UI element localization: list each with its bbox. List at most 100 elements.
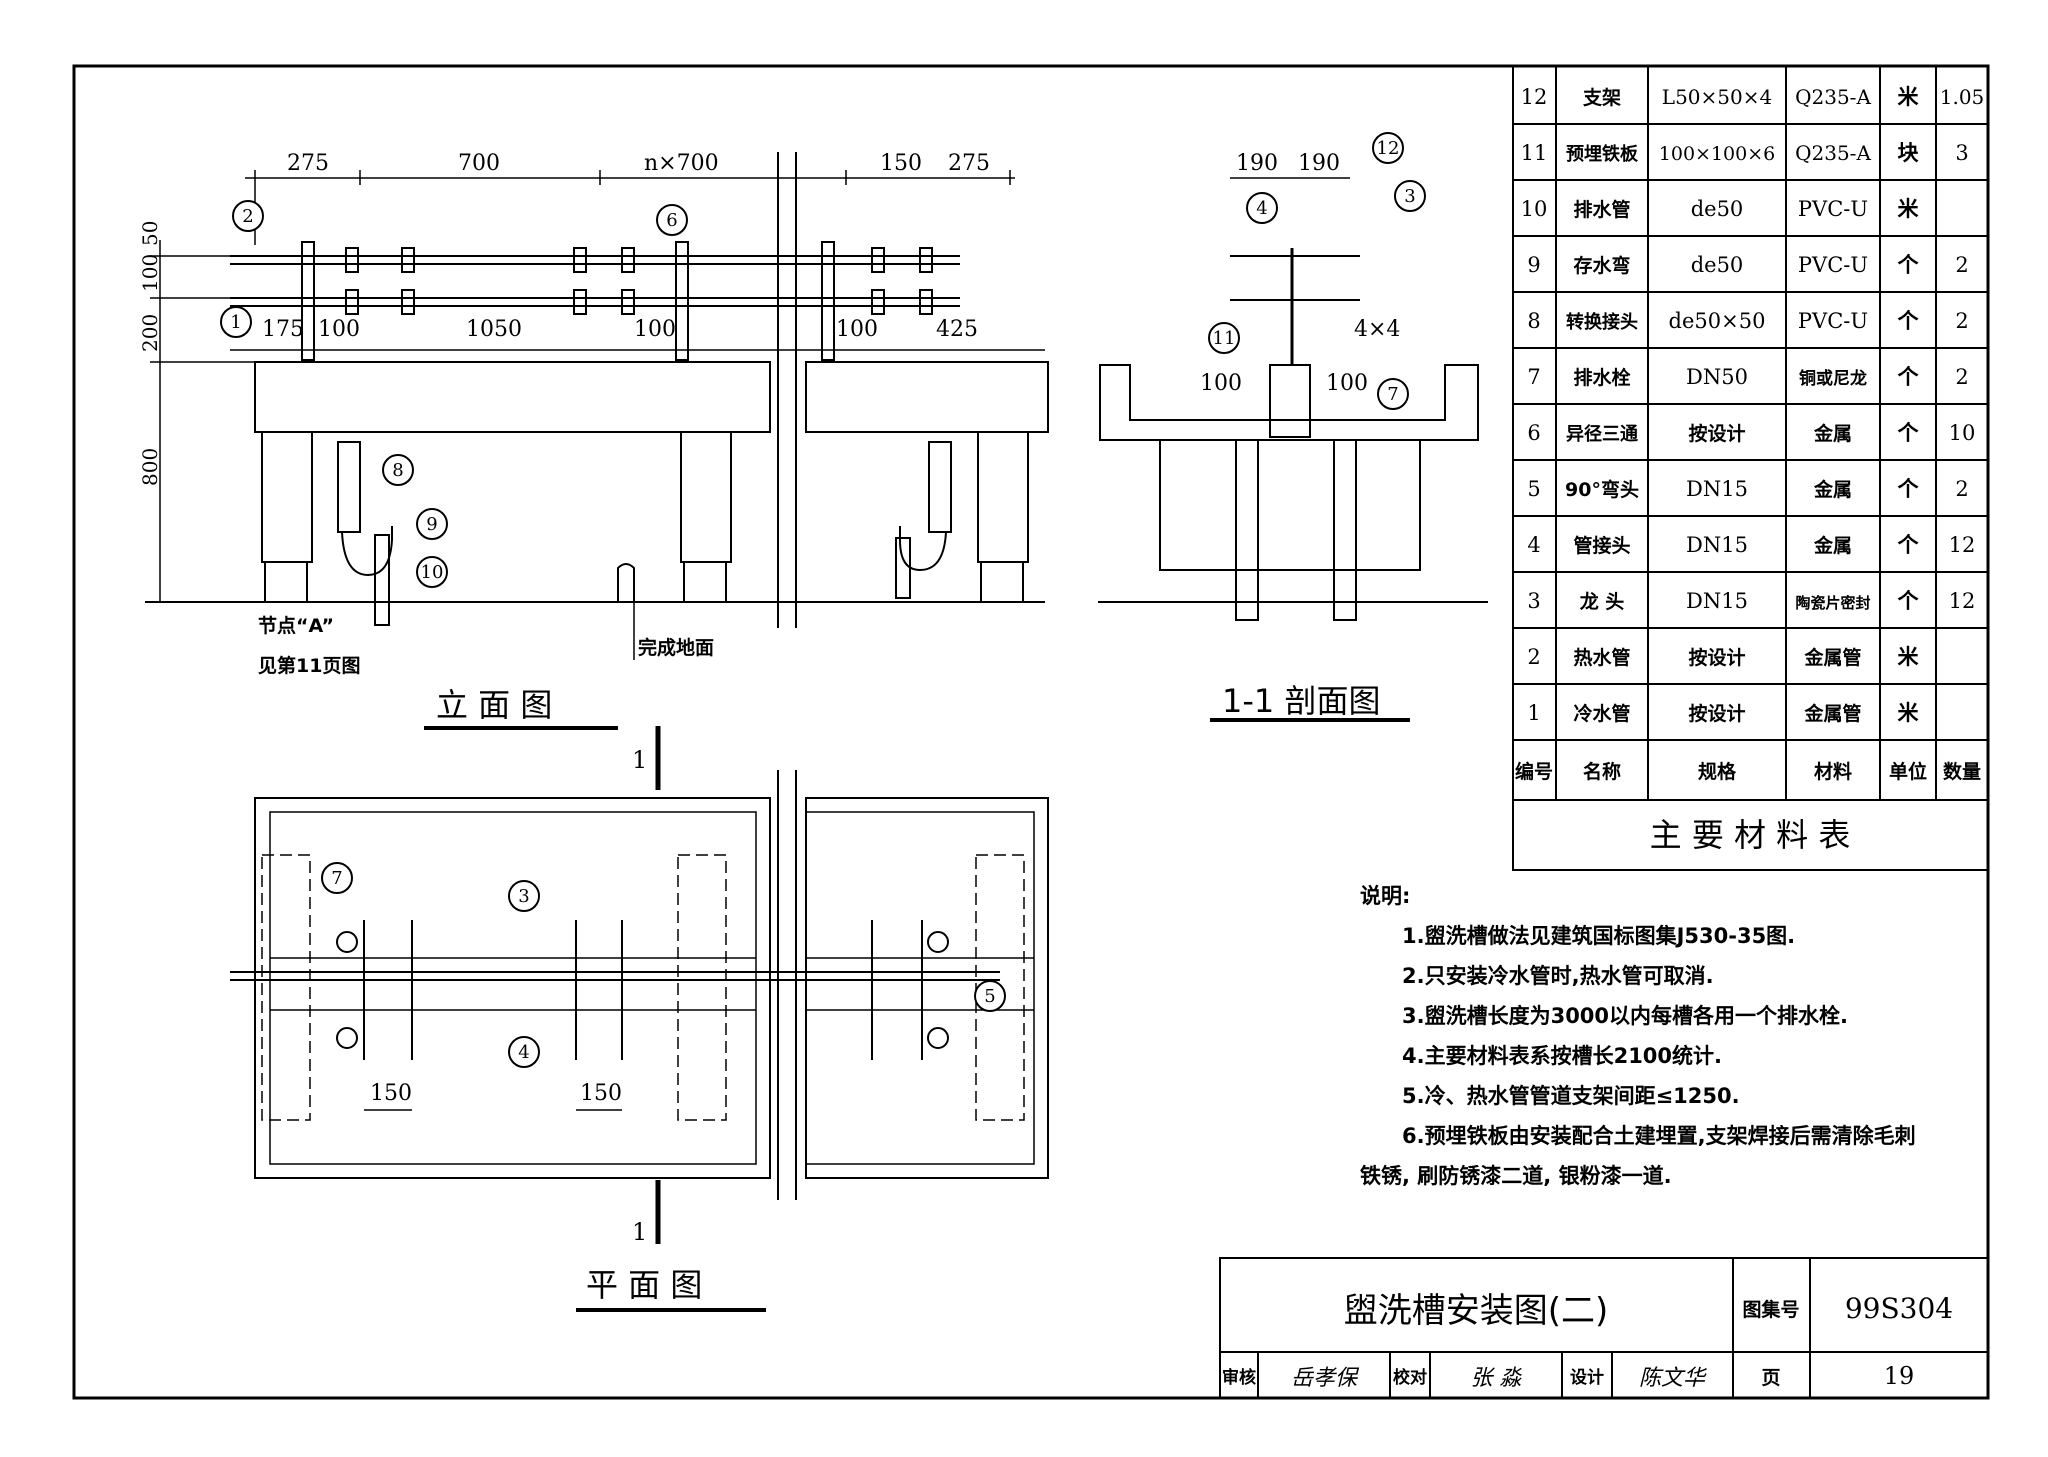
note-node-a: 节点“A” — [258, 615, 334, 637]
dim-700: 700 — [458, 151, 500, 176]
row-10-name: 排水管 — [1573, 198, 1630, 221]
row-8-spec: de50×50 — [1669, 309, 1766, 333]
atlas-label: 图集号 — [1742, 1298, 1799, 1321]
plan-view — [230, 770, 1049, 1312]
row-5-no: 5 — [1527, 477, 1540, 501]
row-4-name: 管接头 — [1573, 534, 1630, 557]
note-6: 6.预埋铁板由安装配合土建埋置,支架焊接后需清除毛刺 — [1402, 1124, 1916, 1148]
elevation-view — [145, 152, 1049, 1244]
plan-dim-150-a: 150 — [370, 1081, 412, 1106]
dim-425: 425 — [936, 317, 978, 342]
row-7-name: 排水栓 — [1573, 366, 1630, 389]
row-11-no: 11 — [1521, 141, 1548, 165]
section-view — [1098, 177, 1488, 722]
row-12-spec: L50×50×4 — [1662, 85, 1772, 109]
row-7-spec: DN50 — [1686, 365, 1748, 389]
row-2-spec: 按设计 — [1688, 646, 1745, 669]
dim-v-200: 200 — [138, 314, 162, 352]
dim-v-50: 50 — [138, 221, 162, 246]
row-9-mat: PVC-U — [1798, 253, 1868, 277]
note-3: 3.盥洗槽长度为3000以内每槽各用一个排水栓. — [1402, 1004, 1849, 1028]
callout-numbers: 1 2 3 4 5 6 7 8 9 10 11 12 7 3 4 — [230, 138, 1415, 1063]
hdr-name: 名称 — [1583, 760, 1621, 783]
dim-275-left: 275 — [287, 151, 329, 176]
callout-11: 11 — [1213, 328, 1236, 349]
review-label: 审核 — [1222, 1367, 1256, 1388]
row-12-name: 支架 — [1582, 87, 1621, 109]
notes-heading: 说明: — [1360, 884, 1411, 908]
row-4-unit: 个 — [1898, 533, 1920, 557]
row-7-unit: 个 — [1898, 365, 1920, 389]
note-2: 2.只安装冷水管时,热水管可取消. — [1402, 964, 1714, 988]
row-2-name: 热水管 — [1573, 646, 1630, 669]
row-2-unit: 米 — [1898, 645, 1920, 669]
drawing-title: 盥洗槽安装图(二) — [1344, 1291, 1609, 1331]
row-2-no: 2 — [1527, 645, 1540, 669]
row-6-name: 异径三通 — [1566, 423, 1638, 445]
row-11-mat: Q235-A — [1795, 141, 1871, 165]
materials-table: 12 支架 L50×50×4 Q235-A 米 1.05 11 预埋铁板 100… — [1515, 85, 1984, 854]
row-10-mat: PVC-U — [1798, 197, 1868, 221]
row-10-no: 10 — [1521, 197, 1548, 221]
materials-table-frame — [1512, 65, 1989, 871]
sec-dim-190-a: 190 — [1236, 151, 1278, 176]
dim-175: 175 — [262, 317, 304, 342]
row-7-mat: 铜或尼龙 — [1799, 368, 1867, 389]
row-3-name: 龙 头 — [1580, 590, 1625, 613]
page-number: 19 — [1884, 1362, 1915, 1390]
callout-7: 7 — [1387, 384, 1398, 405]
callout-7-plan: 7 — [331, 868, 342, 889]
row-4-qty: 12 — [1949, 533, 1976, 557]
row-3-no: 3 — [1527, 589, 1540, 613]
dim-100-b: 100 — [634, 317, 676, 342]
row-9-name: 存水弯 — [1573, 254, 1630, 277]
title-block: 盥洗槽安装图(二) 图集号 99S304 页 19 审核 岳孝保 校对 张 淼 … — [1222, 1291, 1953, 1391]
row-1-mat: 金属管 — [1803, 702, 1861, 725]
row-11-name: 预埋铁板 — [1566, 143, 1639, 165]
row-5-spec: DN15 — [1686, 477, 1748, 501]
row-5-unit: 个 — [1898, 477, 1920, 501]
review-signature: 岳孝保 — [1291, 1366, 1360, 1391]
row-6-unit: 个 — [1898, 421, 1920, 445]
sec-weld-note: 4×4 — [1354, 317, 1400, 342]
row-6-mat: 金属 — [1813, 422, 1852, 445]
plan-title: 平 面 图 — [586, 1266, 702, 1304]
note-5: 5.冷、热水管管道支架间距≤1250. — [1402, 1084, 1740, 1108]
row-8-unit: 个 — [1898, 309, 1920, 333]
callout-4-plan: 4 — [518, 1042, 529, 1063]
row-10-unit: 米 — [1898, 197, 1920, 221]
callout-3: 3 — [1404, 186, 1415, 207]
row-5-qty: 2 — [1955, 477, 1968, 501]
row-6-spec: 按设计 — [1688, 422, 1745, 445]
row-10-spec: de50 — [1691, 197, 1744, 221]
row-1-spec: 按设计 — [1688, 702, 1745, 725]
row-5-mat: 金属 — [1813, 478, 1852, 501]
row-1-unit: 米 — [1898, 701, 1920, 725]
row-4-spec: DN15 — [1686, 533, 1748, 557]
hdr-qty: 数量 — [1943, 760, 1981, 783]
note-node-ref: 见第11页图 — [258, 654, 360, 677]
sec-dim-100-a: 100 — [1200, 371, 1242, 396]
row-3-qty: 12 — [1949, 589, 1976, 613]
row-2-mat: 金属管 — [1803, 646, 1861, 669]
dim-275-right: 275 — [948, 151, 990, 176]
callout-8: 8 — [392, 460, 403, 481]
row-11-qty: 3 — [1955, 141, 1968, 165]
row-8-qty: 2 — [1955, 309, 1968, 333]
check-signature: 张 淼 — [1471, 1366, 1523, 1391]
title-block-frame — [1219, 1257, 1989, 1399]
row-9-qty: 2 — [1955, 253, 1968, 277]
row-8-mat: PVC-U — [1798, 309, 1868, 333]
page-label: 页 — [1761, 1367, 1780, 1389]
row-12-qty: 1.05 — [1940, 85, 1985, 109]
hdr-no: 编号 — [1515, 760, 1553, 783]
dim-100-c: 100 — [836, 317, 878, 342]
note-1: 1.盥洗槽做法见建筑国标图集J530-35图. — [1402, 924, 1796, 948]
row-8-name: 转换接头 — [1566, 311, 1638, 333]
check-label: 校对 — [1393, 1367, 1427, 1388]
row-12-no: 12 — [1521, 85, 1548, 109]
callout-3-plan: 3 — [518, 886, 529, 907]
row-12-unit: 米 — [1898, 85, 1920, 109]
